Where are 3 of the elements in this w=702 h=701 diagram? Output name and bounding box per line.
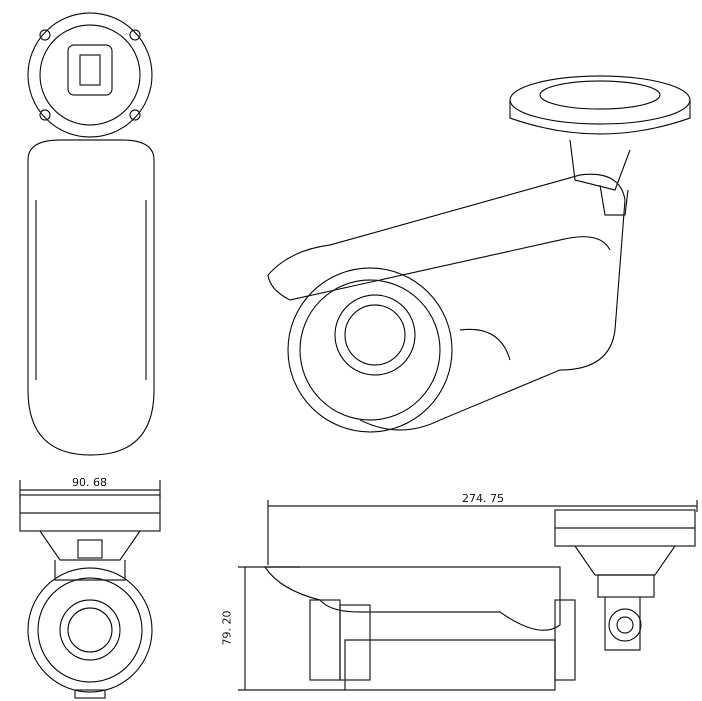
dimension-label: 90. 68 [72,477,107,489]
dimension-label: 79. 20 [222,610,234,646]
dimension-label: 274. 75 [462,493,504,505]
